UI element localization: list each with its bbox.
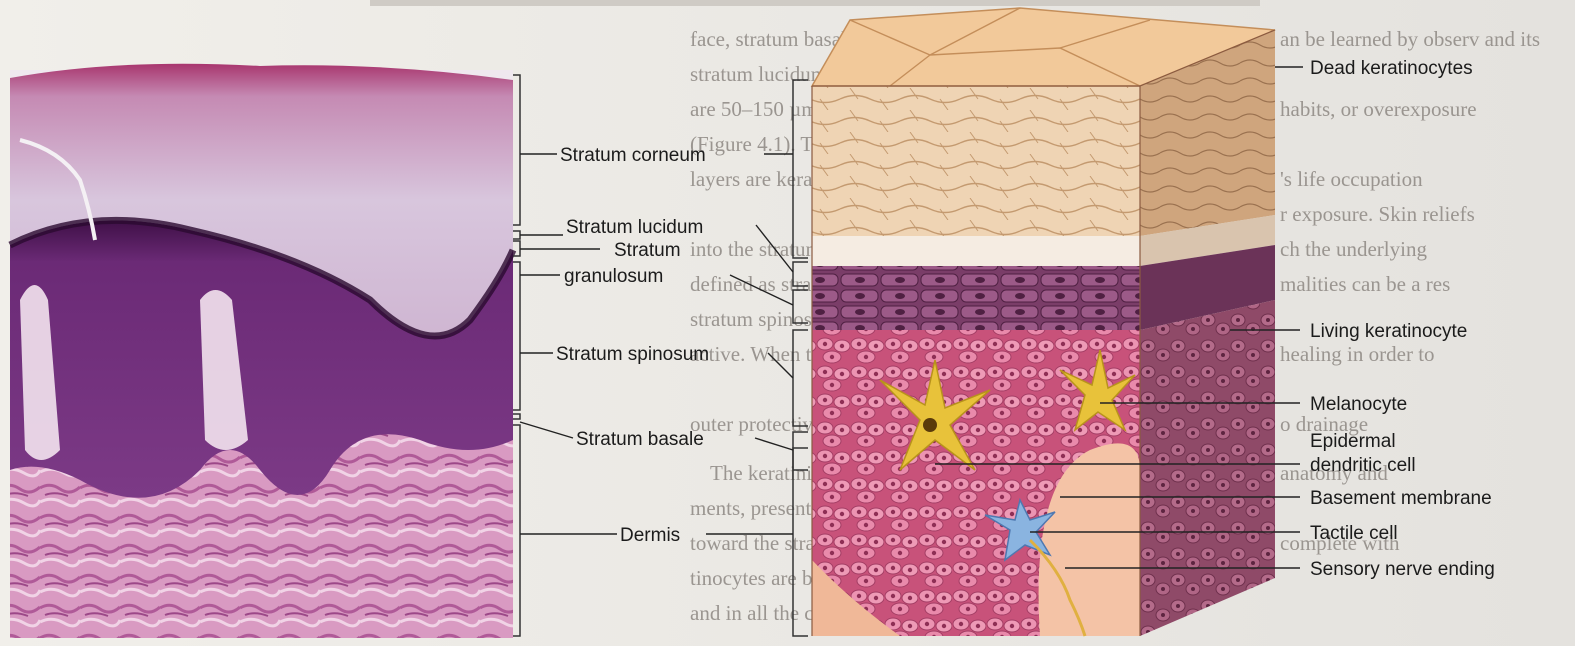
svg-text:an be learned by observ: an be learned by observ and its bbox=[1280, 27, 1540, 51]
label-basement-membrane: Basement membrane bbox=[1310, 488, 1492, 509]
svg-text:healing in order to: healing in order to bbox=[1280, 342, 1435, 366]
label-epidermal-dendritic-line2: dendritic cell bbox=[1310, 455, 1416, 476]
label-dermis: Dermis bbox=[620, 525, 680, 546]
svg-text:stratum lucidum,: stratum lucidum, bbox=[690, 62, 832, 86]
label-stratum-lucidum: Stratum lucidum bbox=[566, 217, 703, 238]
label-living-keratinocyte: Living keratinocyte bbox=[1310, 321, 1467, 342]
svg-text:'s life occupation: 's life occupation bbox=[1280, 167, 1423, 191]
svg-text:and in all the c: and in all the c bbox=[690, 601, 814, 625]
label-melanocyte: Melanocyte bbox=[1310, 394, 1407, 415]
svg-text:malities can be a res: malities can be a res bbox=[1280, 272, 1450, 296]
svg-text:active. When the: active. When the bbox=[690, 342, 831, 366]
svg-text:are 50–150 µm: are 50–150 µm bbox=[690, 97, 818, 121]
svg-text:ch the underlying: ch the underlying bbox=[1280, 237, 1427, 261]
label-sensory-nerve-ending: Sensory nerve ending bbox=[1310, 559, 1495, 580]
svg-text:r exposure. Skin reliefs: r exposure. Skin reliefs bbox=[1280, 202, 1475, 226]
label-tactile-cell: Tactile cell bbox=[1310, 523, 1398, 544]
label-dead-keratinocytes: Dead keratinocytes bbox=[1310, 58, 1473, 79]
svg-text:tinocytes are bo: tinocytes are bo bbox=[690, 566, 823, 590]
label-stratum-basale: Stratum basale bbox=[576, 429, 704, 450]
skin-block-illustration bbox=[812, 8, 1275, 636]
page-top-edge bbox=[370, 0, 1260, 6]
label-stratum-spinosum: Stratum spinosum bbox=[556, 344, 709, 365]
svg-text:habits, or overexposure: habits, or overexposure bbox=[1280, 97, 1477, 121]
label-stratum-granulosum-line1: Stratum bbox=[614, 240, 681, 261]
label-stratum-granulosum-line2: granulosum bbox=[564, 266, 663, 287]
label-stratum-corneum: Stratum corneum bbox=[560, 145, 706, 166]
histology-micrograph bbox=[10, 64, 513, 638]
label-epidermal-dendritic-line1: Epidermal bbox=[1310, 431, 1396, 452]
